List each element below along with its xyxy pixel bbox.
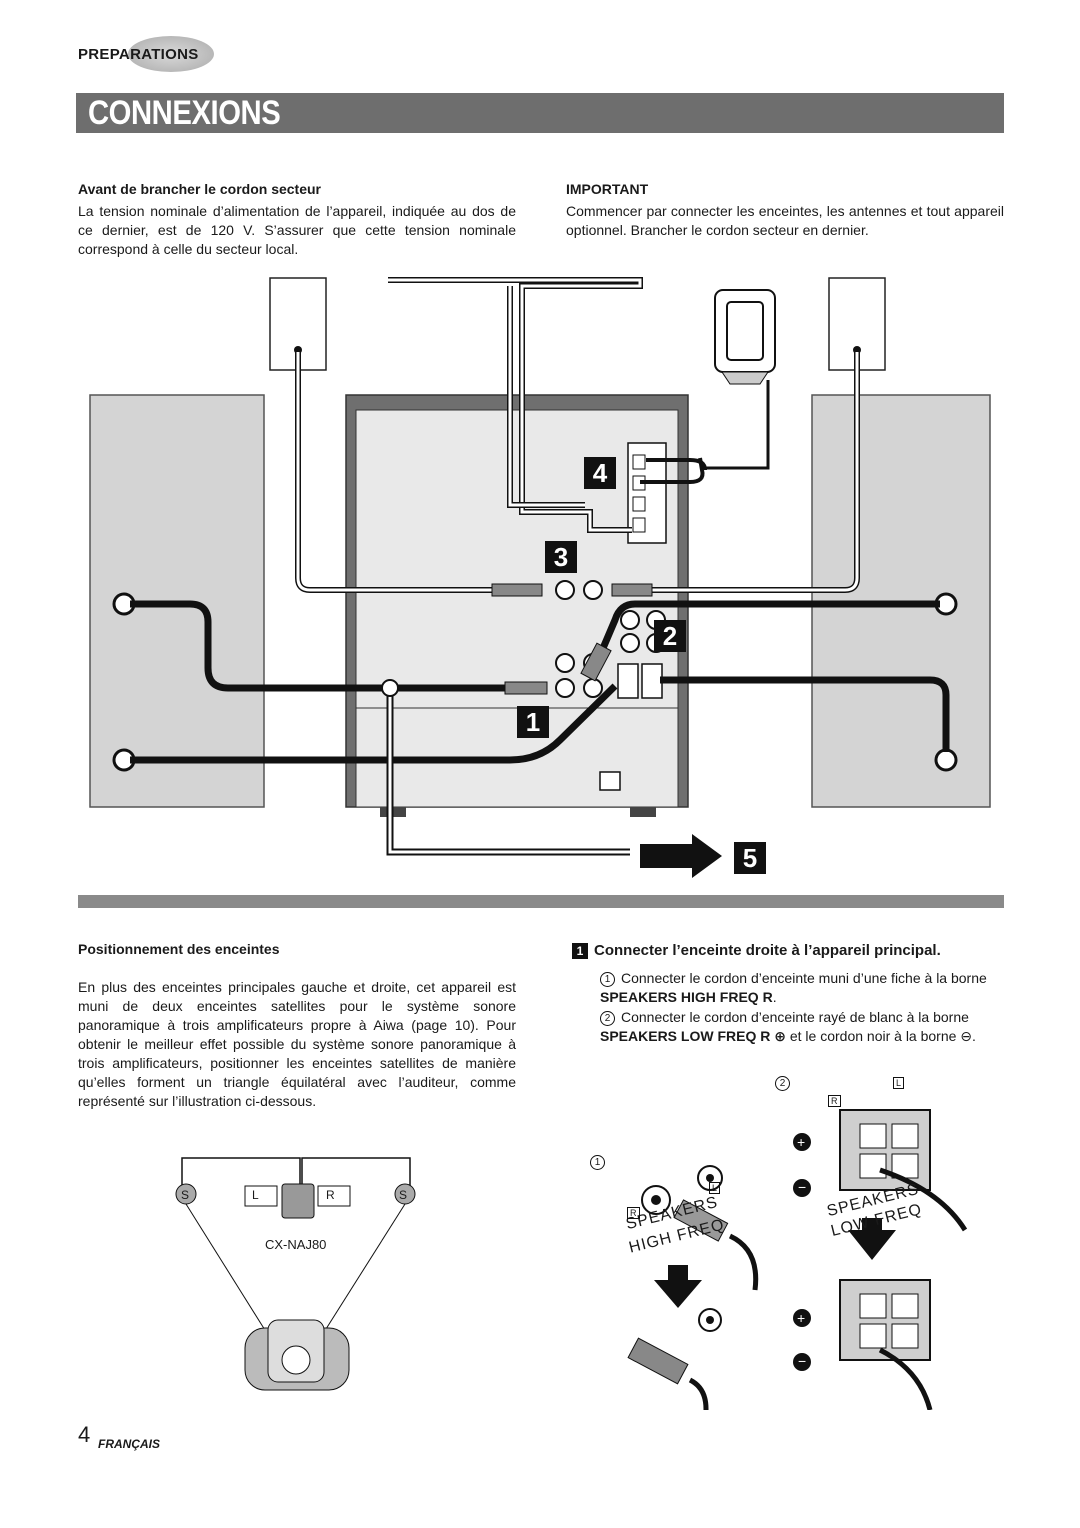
fig-label-s-right: S xyxy=(399,1188,408,1202)
footer-language: FRANÇAIS xyxy=(98,1437,160,1451)
step1-number: 1 xyxy=(572,943,588,960)
arrow-down-right xyxy=(848,1218,896,1260)
power-arrow xyxy=(640,834,722,878)
satellite-left xyxy=(175,1183,197,1205)
svg-text:−: − xyxy=(798,1179,806,1195)
intro-right-body: Commencer par connecter les enceintes, l… xyxy=(566,203,1004,238)
step1-item-1-text: Connecter le cordon d’enceinte muni d’un… xyxy=(621,970,987,986)
main-right-speaker xyxy=(317,1185,351,1207)
step1-item-1-number: 1 xyxy=(600,972,615,987)
fig-model-label: CX-NAJ80 xyxy=(265,1237,327,1252)
main-unit xyxy=(281,1183,315,1219)
callout-2: 2 xyxy=(775,1074,796,1092)
positioning-body: En plus des enceintes principales gauche… xyxy=(78,979,516,1109)
speaker-positioning-figure xyxy=(175,1157,416,1391)
page-number: 4 xyxy=(78,1422,91,1447)
step1-illustration: + − + − xyxy=(627,1109,968,1410)
label-r-terminal: R xyxy=(828,1095,841,1107)
low-freq-terminals-bottom xyxy=(839,1279,933,1410)
step1-item-2: 2 Connecter le cordon d’enceinte rayé de … xyxy=(600,1008,1004,1046)
label-l-terminal: L xyxy=(893,1077,905,1089)
fig-label-l: L xyxy=(252,1188,259,1202)
callout-2-number: 2 xyxy=(775,1076,790,1091)
section-label: PREPARATIONS xyxy=(78,46,199,63)
fig-label-s-left: S xyxy=(181,1188,190,1202)
step-label-5: 5 xyxy=(734,842,766,874)
optical-output xyxy=(599,771,621,791)
connection-diagram xyxy=(89,277,991,878)
intro-left-heading: Avant de brancher le cordon secteur xyxy=(78,181,321,197)
step1-item-1-end: . xyxy=(772,989,777,1005)
svg-text:+: + xyxy=(797,1134,805,1150)
callout-1: 1 xyxy=(590,1153,611,1171)
intro-right-heading: IMPORTANT xyxy=(566,181,649,197)
positioning-heading: Positionnement des enceintes xyxy=(78,941,280,957)
step-label-4: 4 xyxy=(584,457,616,489)
step1-item-2-number: 2 xyxy=(600,1011,615,1026)
title-bar xyxy=(76,93,1004,133)
step-label-1: 1 xyxy=(517,706,549,738)
arrow-down-left xyxy=(654,1265,702,1308)
fig-label-r: R xyxy=(326,1188,335,1202)
step1-item-2-terminal: SPEAKERS LOW FREQ R ⊕ xyxy=(600,1028,786,1044)
step-label-3: 3 xyxy=(545,541,577,573)
svg-text:+: + xyxy=(797,1310,805,1326)
step1-item-2-text: Connecter le cordon d’enceinte rayé de b… xyxy=(621,1009,969,1025)
step1-heading: 1 Connecter l’enceinte droite à l’apparei… xyxy=(572,942,941,960)
right-speaker-terminal-bottom xyxy=(934,748,958,772)
step1-item-1-terminal: SPEAKERS HIGH FREQ R xyxy=(600,989,773,1005)
step-label-2: 2 xyxy=(654,620,686,652)
label-l-jack: L xyxy=(709,1182,721,1194)
label-r-jack: R xyxy=(627,1207,640,1219)
intro-left-body: La tension nominale d’alimentation de l’… xyxy=(78,203,516,257)
svg-text:−: − xyxy=(798,1353,806,1369)
step1-item-1: 1 Connecter le cordon d’enceinte muni d’u… xyxy=(600,969,1004,1007)
page-title: CONNEXIONS xyxy=(88,94,281,132)
section-divider xyxy=(78,895,1004,908)
step1-item-2-end: et le cordon noir à la borne ⊖. xyxy=(785,1028,976,1044)
unit-foot-right xyxy=(630,807,656,817)
step1-heading-text: Connecter l’enceinte droite à l’appareil… xyxy=(594,942,941,959)
main-left-speaker xyxy=(244,1185,278,1207)
high-freq-jack-panel xyxy=(641,1165,759,1291)
callout-1-number: 1 xyxy=(590,1155,605,1170)
satellite-right xyxy=(394,1183,416,1205)
section-label-oval xyxy=(128,36,214,72)
low-freq-terminals-top xyxy=(839,1109,968,1232)
